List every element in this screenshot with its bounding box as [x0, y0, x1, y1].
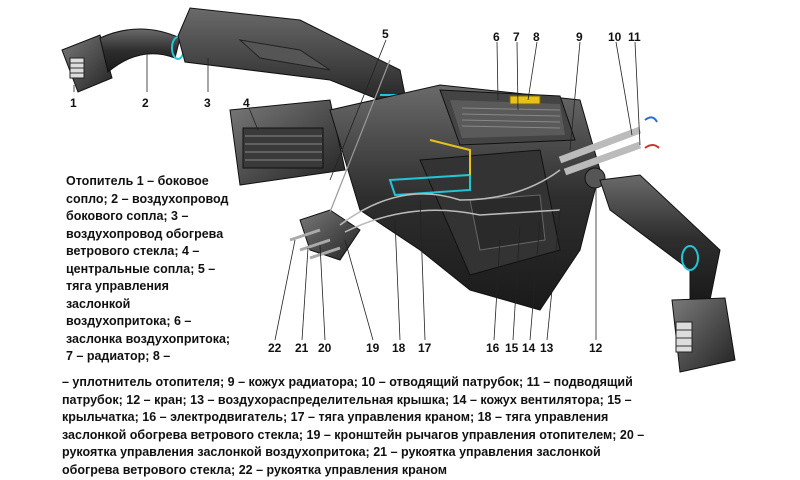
caption-line: 7 – радиатор; 8 –	[66, 349, 171, 363]
callout-14: 14	[522, 341, 536, 355]
callout-16: 16	[486, 341, 500, 355]
leader-lines	[73, 39, 641, 341]
side-duct-right	[599, 174, 721, 301]
callout-22: 22	[268, 341, 282, 355]
caption-line: патрубок; 12 – кран; 13 – воздухораспред…	[62, 392, 632, 407]
central-nozzles	[229, 99, 346, 186]
caption-line: тяга управления	[66, 279, 169, 293]
callout-8: 8	[533, 30, 540, 44]
caption-line: сопло; 2 – воздухопровод	[66, 191, 229, 206]
side-nozzle-left	[61, 34, 113, 93]
caption-line: бокового сопла; 3 –	[66, 209, 189, 223]
callout-9: 9	[576, 30, 583, 44]
callout-7: 7	[513, 30, 520, 44]
callout-10: 10	[608, 30, 622, 44]
callout-18: 18	[392, 341, 406, 355]
caption-line: – уплотнитель отопителя; 9 – кожух радиа…	[62, 375, 633, 389]
callout-20: 20	[318, 341, 332, 355]
callout-4: 4	[243, 96, 250, 110]
side-nozzle-right	[671, 297, 736, 373]
callout-15: 15	[505, 341, 519, 355]
callout-11: 11	[628, 30, 641, 44]
callout-3: 3	[204, 96, 211, 110]
caption-line: Отопитель 1 – боковое	[66, 174, 209, 188]
caption-line: обогрева ветрового стекла; 22 – рукоятка…	[62, 462, 448, 477]
caption-line: заслонкой	[66, 296, 131, 311]
side-duct-left	[99, 28, 185, 73]
heater-pipes	[558, 116, 660, 189]
callout-21: 21	[295, 341, 309, 355]
callout-2: 2	[142, 96, 149, 110]
heater-housing	[329, 84, 601, 311]
caption-line: воздухопритока; 6 –	[66, 314, 192, 328]
callout-17: 17	[418, 341, 432, 355]
callout-19: 19	[366, 341, 380, 355]
caption-line: ветрового стекла; 4 –	[66, 244, 200, 258]
caption-line: крыльчатка; 16 – электродвигатель; 17 – …	[62, 410, 609, 424]
callout-13: 13	[540, 341, 554, 355]
caption-bottom: – уплотнитель отопителя; 9 – кожух радиа…	[62, 374, 752, 479]
caption-left: Отопитель 1 – боковое сопло; 2 – воздухо…	[66, 173, 266, 366]
control-levers	[289, 59, 561, 261]
caption-line: воздухопровод обогрева	[66, 226, 224, 241]
caption-line: заслонкой обогрева ветрового стекла; 19 …	[62, 427, 645, 442]
caption-line: заслонка воздухопритока;	[66, 331, 231, 346]
caption-line: центральные сопла; 5 –	[66, 261, 216, 276]
callout-12: 12	[589, 341, 603, 355]
caption-line: рукоятка управления заслонкой воздухопри…	[62, 445, 601, 459]
callout-6: 6	[493, 30, 500, 44]
callout-5: 5	[382, 27, 389, 41]
callout-1: 1	[70, 96, 77, 110]
